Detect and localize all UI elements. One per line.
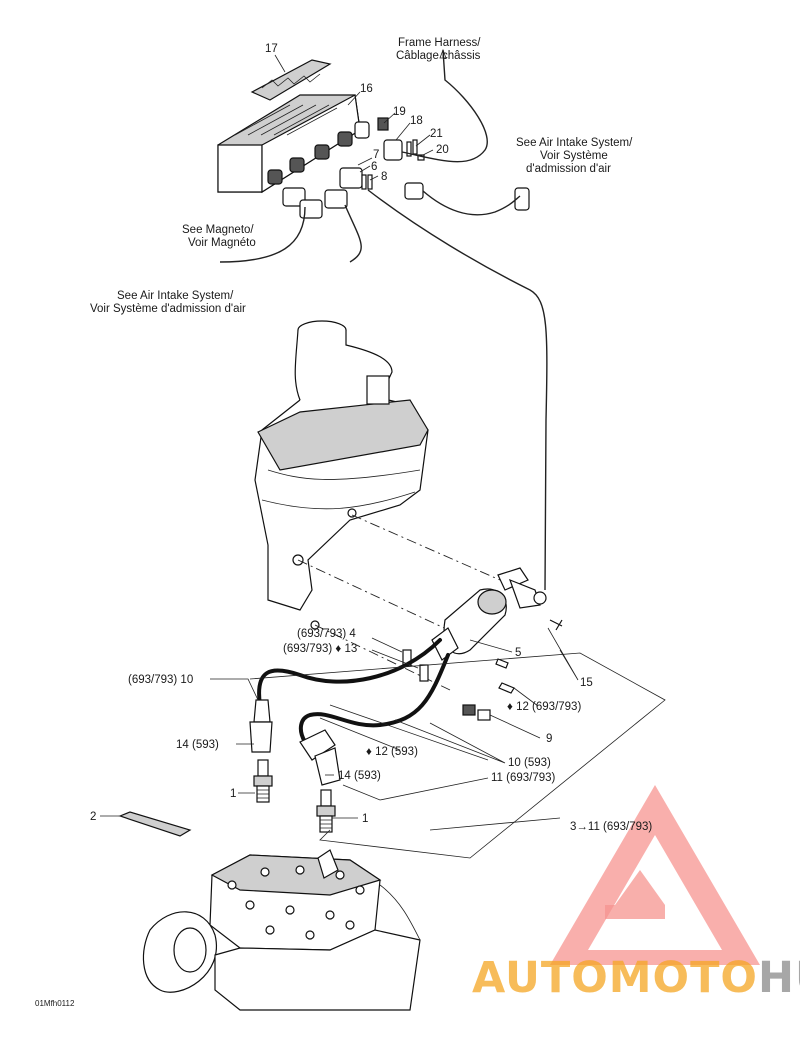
spark-plug-left — [253, 759, 273, 803]
air-intake-top-label-line2: Voir Système — [540, 150, 608, 162]
callout-14-right: 14 (593) — [338, 770, 381, 782]
callout-12-593: ♦ 12 (593) — [366, 746, 418, 758]
callout-19: 19 — [393, 106, 406, 118]
callout-8: 8 — [381, 171, 387, 183]
callout-18: 18 — [410, 115, 423, 127]
callout-6: 6 — [371, 161, 377, 173]
callout-9: 9 — [546, 733, 552, 745]
leader-lines — [100, 54, 666, 859]
electrical-box — [217, 94, 370, 194]
watermark-logo — [550, 785, 760, 965]
watermark-part2: HUB — [758, 953, 800, 1003]
magneto-label-line1: See Magneto/ — [182, 224, 254, 236]
spark-plug-cap-right — [299, 729, 341, 786]
callout-11: 11 (693/793) — [491, 772, 556, 784]
air-intake-left-label-line2: Voir Système d'admission d'air — [90, 303, 246, 315]
magneto-label-line2: Voir Magnéto — [188, 237, 256, 249]
spark-plug-right — [316, 789, 336, 833]
air-intake-top-label-line1: See Air Intake System/ — [516, 137, 633, 149]
frame-harness-label-line2: Câblage châssis — [396, 50, 481, 62]
decal-2 — [118, 811, 192, 837]
connector-group — [282, 117, 530, 219]
spark-plug-cap-left — [249, 699, 273, 753]
callout-21: 21 — [430, 128, 443, 140]
callout-1-right: 1 — [362, 813, 368, 825]
callout-15: 15 — [580, 677, 593, 689]
callout-5: 5 — [515, 647, 521, 659]
oil-tank — [254, 320, 429, 630]
callout-17: 17 — [265, 43, 278, 55]
callout-4: (693/793) 4 — [297, 628, 356, 640]
callout-12-693: ♦ 12 (693/793) — [507, 701, 581, 713]
callout-3: 3→11 (693/793) — [570, 821, 652, 833]
watermark-text: AUTOMOTOHUB — [472, 953, 800, 1003]
callout-10-693: (693/793) 10 — [128, 674, 193, 686]
air-intake-left-label-line1: See Air Intake System/ — [117, 290, 234, 302]
air-intake-top-label-line3: d'admission d'air — [526, 163, 611, 175]
callout-20: 20 — [436, 144, 449, 156]
callout-14-left: 14 (593) — [176, 739, 219, 751]
callout-16: 16 — [360, 83, 373, 95]
callout-1-left: 1 — [230, 788, 236, 800]
ignition-coil — [431, 567, 563, 661]
engine-cylinder-head — [142, 849, 421, 1011]
watermark-part1: AUTOMOTO — [472, 953, 758, 1003]
reference-labels: Frame Harness/ Câblage châssis See Air I… — [90, 37, 633, 315]
callout-2: 2 — [90, 811, 96, 823]
svg-text:AUTOMOTOHUB: AUTOMOTOHUB — [472, 953, 800, 1003]
frame-harness-label-line1: Frame Harness/ — [398, 37, 481, 49]
callout-13: (693/793) ♦ 13 — [283, 643, 357, 655]
label-plate-17 — [250, 59, 332, 101]
callout-10-593: 10 (593) — [508, 757, 551, 769]
part-callouts: 17 16 19 18 21 20 7 6 8 (693/793) 4 (693… — [35, 43, 652, 1008]
callout-7: 7 — [373, 149, 379, 161]
figure-code: 01Mfh0112 — [35, 999, 75, 1008]
